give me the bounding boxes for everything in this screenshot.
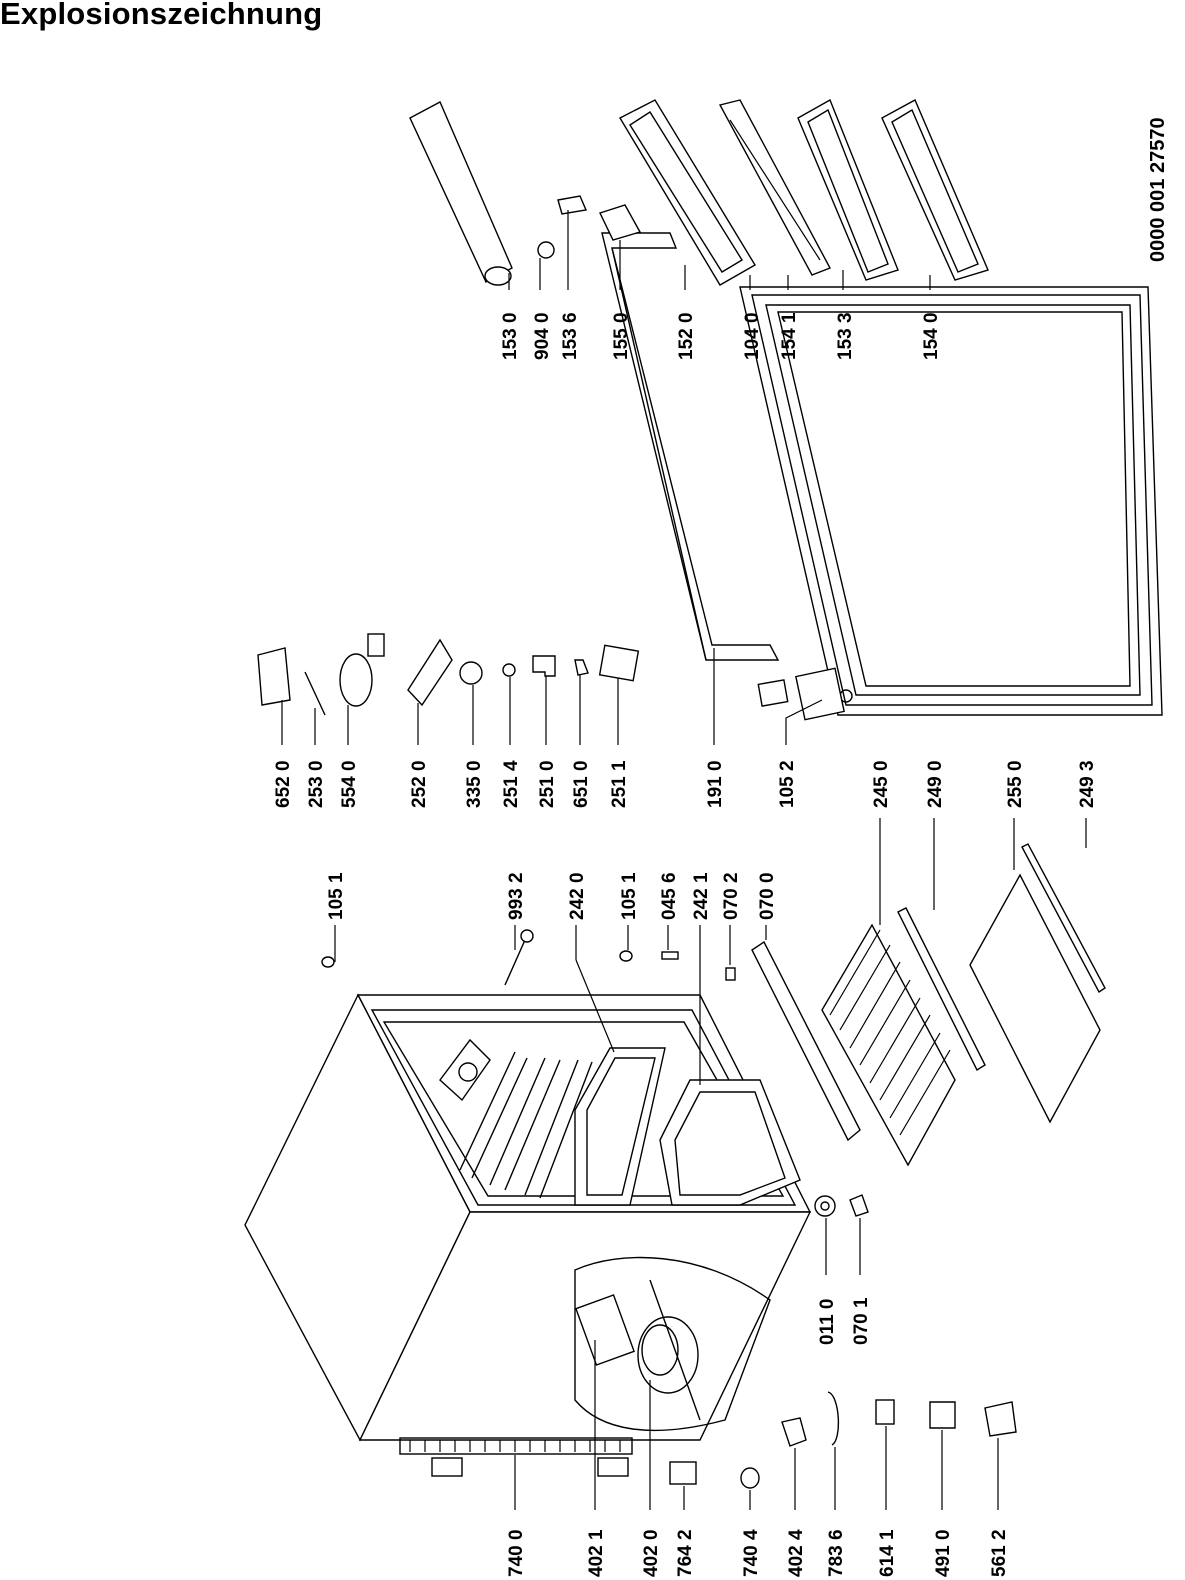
hinge-part [757, 667, 845, 721]
part-label: 105 1 [326, 872, 347, 920]
part-label: 245 0 [871, 760, 892, 808]
part-label: 251 0 [537, 760, 558, 808]
part-label: 070 2 [721, 872, 742, 920]
part-label: 011 0 [817, 1299, 838, 1346]
part-label: 153 0 [500, 312, 521, 360]
part-label: 764 2 [675, 1529, 696, 1577]
part-label: 402 1 [586, 1529, 607, 1577]
part-label: 251 1 [609, 760, 630, 808]
shelves [751, 843, 1106, 1167]
part-label: 740 0 [506, 1529, 527, 1577]
door-accessories [409, 98, 989, 286]
part-label: 242 1 [691, 872, 712, 920]
part-label: 105 1 [619, 872, 640, 920]
part-label: 104 0 [742, 312, 763, 360]
part-label: 491 0 [933, 1529, 954, 1577]
part-label: 154 1 [779, 312, 800, 360]
part-label: 105 2 [777, 760, 798, 808]
small-parts [321, 929, 1017, 1489]
part-label: 904 0 [532, 312, 553, 360]
part-label: 070 1 [851, 1297, 872, 1345]
part-label: 153 6 [560, 312, 581, 360]
part-label: 153 3 [835, 312, 856, 360]
part-labels: 153 0 904 0 153 6 155 0 152 0 104 0 154 … [273, 312, 1098, 1577]
part-label: 402 0 [641, 1529, 662, 1577]
control-parts [257, 633, 640, 716]
part-label: 252 0 [409, 760, 430, 808]
part-label: 561 2 [989, 1529, 1010, 1577]
part-label: 253 0 [306, 760, 327, 808]
door [739, 286, 1163, 716]
part-label: 045 6 [659, 872, 680, 920]
part-label: 249 3 [1077, 760, 1098, 808]
cabinet-body [244, 993, 812, 1477]
part-label: 242 0 [567, 872, 588, 920]
part-label: 554 0 [339, 760, 360, 808]
leader-lines [281, 210, 1087, 1510]
part-label: 614 1 [877, 1529, 898, 1577]
part-label: 155 0 [611, 312, 632, 360]
page-title: Explosionszeichnung [0, 0, 323, 31]
part-label: 152 0 [676, 312, 697, 360]
part-label: 335 0 [464, 760, 485, 808]
part-label: 740 4 [741, 1529, 762, 1577]
part-label: 251 4 [501, 760, 522, 808]
part-label: 249 0 [925, 760, 946, 808]
part-label: 783 6 [826, 1529, 847, 1577]
part-label: 993 2 [506, 872, 527, 920]
part-label: 255 0 [1005, 760, 1026, 808]
part-label: 402 4 [786, 1529, 807, 1577]
door-frame-part [601, 232, 780, 661]
part-label: 652 0 [273, 760, 294, 808]
part-label: 070 0 [757, 872, 778, 920]
part-label: 154 0 [921, 312, 942, 360]
part-label: 651 0 [571, 760, 592, 808]
part-label: 191 0 [705, 760, 726, 808]
